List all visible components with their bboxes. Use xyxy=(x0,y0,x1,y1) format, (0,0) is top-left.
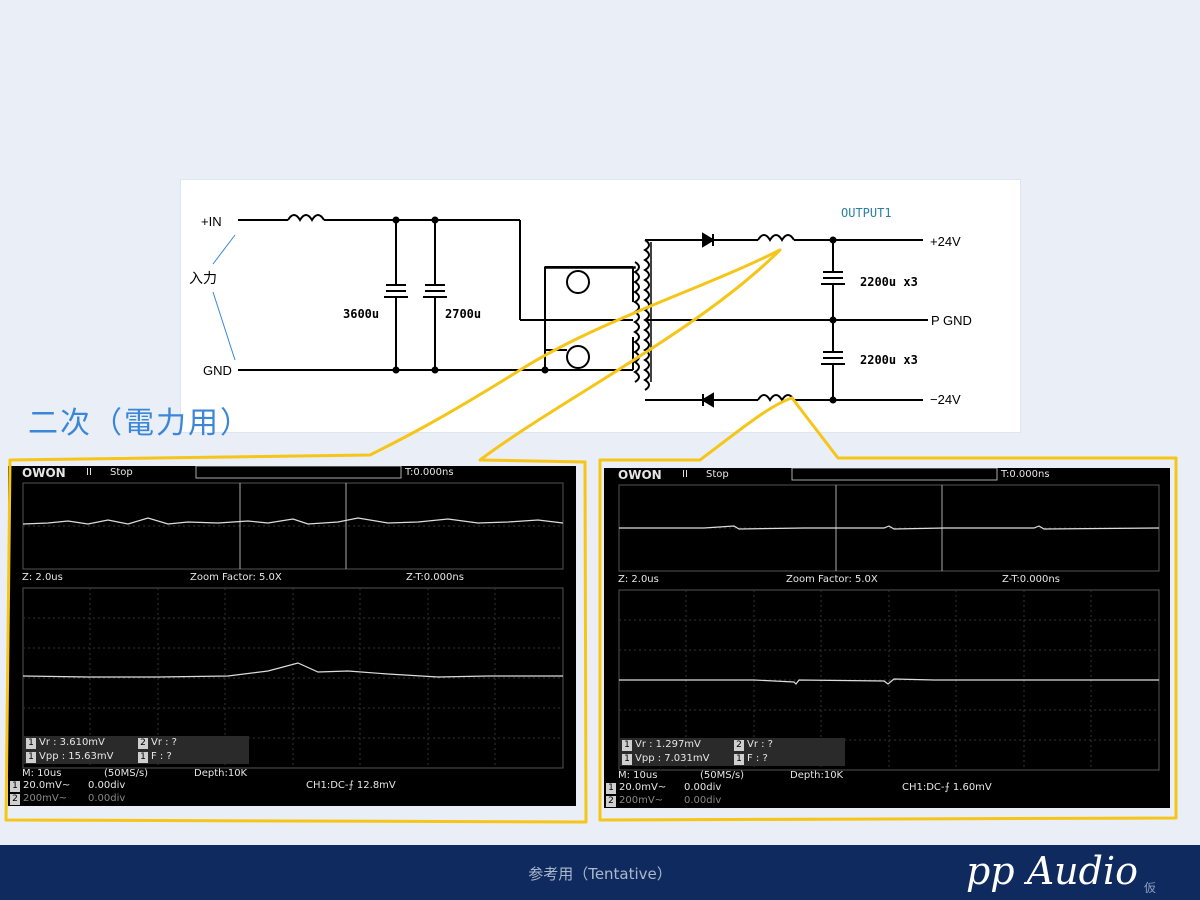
gnd-label: GND xyxy=(203,363,232,378)
ch1-offset: 0.00div xyxy=(88,780,126,791)
ch2-scale-value: 200mV~ xyxy=(619,795,664,806)
vr2-value: Vr : ? xyxy=(747,739,773,750)
trigger-time: T:0.000ns xyxy=(1001,469,1050,480)
f-value: F : ? xyxy=(747,753,768,764)
trigger-setting: CH1:DC-⨍ 1.60mV xyxy=(902,782,992,793)
circuit-diagram: +IN GND 入力 3600u 2700u OUTPUT1 +24V P GN… xyxy=(181,180,1020,432)
scope-status: Stop xyxy=(706,469,729,480)
vr2-value: Vr : ? xyxy=(151,737,177,748)
ch1-badge-3: 1 xyxy=(138,752,148,763)
vr1-value: Vr : 3.610mV xyxy=(39,737,105,748)
cap1-label: 3600u xyxy=(343,307,379,321)
ch2-offset: 0.00div xyxy=(684,795,722,806)
tentative-mark: 仮 xyxy=(1143,881,1156,895)
ch2-offset: 0.00div xyxy=(88,793,126,804)
ch1-scale-badge: 1 xyxy=(10,781,20,792)
depth: Depth:10K xyxy=(194,768,248,779)
ch1-scale-badge: 1 xyxy=(606,783,616,794)
timebase: M: 10us xyxy=(22,768,62,779)
ch1-badge: 1 xyxy=(622,740,632,751)
vpp-value: Vpp : 7.031mV xyxy=(635,753,710,764)
ch1-badge-2: 1 xyxy=(26,752,36,763)
out-cap1-label: 2200u x3 xyxy=(860,275,918,289)
ch2-scale-badge: 2 xyxy=(10,794,20,805)
v-plus-label: +24V xyxy=(930,234,961,249)
ch1-offset: 0.00div xyxy=(684,782,722,793)
zoom-time: Z: 2.0us xyxy=(22,572,63,583)
scope-brand: OWON xyxy=(22,466,66,480)
trigger-time: T:0.000ns xyxy=(405,467,454,478)
vpp-value: Vpp : 15.63mV xyxy=(39,751,114,762)
footer-bar: 参考用（Tentative） pp Audio 仮 xyxy=(0,845,1200,900)
trigger-setting: CH1:DC-⨍ 12.8mV xyxy=(306,780,396,791)
zoom-time: Z: 2.0us xyxy=(618,574,659,585)
sample-rate: (50MS/s) xyxy=(700,770,745,781)
ch1-badge: 1 xyxy=(26,738,36,749)
scope-brand: OWON xyxy=(618,468,662,482)
ch2-scale-badge: 2 xyxy=(606,796,616,807)
timebase: M: 10us xyxy=(618,770,658,781)
f-value: F : ? xyxy=(151,751,172,762)
secondary-label: 二次（電力用） xyxy=(28,406,252,441)
oscilloscope-left: OWON II Stop T:0.000ns Z: 2.0us Zoom Fac… xyxy=(8,466,576,806)
sample-rate: (50MS/s) xyxy=(104,768,149,779)
ch1-scale-value: 20.0mV~ xyxy=(619,782,667,793)
output-title: OUTPUT1 xyxy=(841,206,892,220)
ch2-scale-value: 200mV~ xyxy=(23,793,68,804)
oscilloscope-right: OWON II Stop T:0.000ns Z: 2.0us Zoom Fac… xyxy=(604,468,1170,808)
ch1-scale-value: 20.0mV~ xyxy=(23,780,71,791)
zoom-factor: Zoom Factor: 5.0X xyxy=(786,574,878,585)
run-icon: II xyxy=(682,469,688,480)
ch2-badge: 2 xyxy=(138,738,148,749)
input-label: 入力 xyxy=(189,271,217,287)
scope-status: Stop xyxy=(110,467,133,478)
run-icon: II xyxy=(86,467,92,478)
ch1-badge-3: 1 xyxy=(734,754,744,765)
cap2-label: 2700u xyxy=(445,307,481,321)
brand-logo: pp Audio xyxy=(965,849,1138,893)
out-cap2-label: 2200u x3 xyxy=(860,353,918,367)
depth: Depth:10K xyxy=(790,770,844,781)
footer-note: 参考用（Tentative） xyxy=(528,865,672,883)
vr1-value: Vr : 1.297mV xyxy=(635,739,701,750)
zoom-factor: Zoom Factor: 5.0X xyxy=(190,572,282,583)
ch1-badge-2: 1 xyxy=(622,754,632,765)
v-minus-label: −24V xyxy=(930,392,961,407)
zoom-t: Z-T:0.000ns xyxy=(406,572,464,583)
schematic: +IN GND 入力 3600u 2700u OUTPUT1 +24V P GN… xyxy=(189,206,972,408)
zoom-t: Z-T:0.000ns xyxy=(1002,574,1060,585)
in-plus-label: +IN xyxy=(201,214,222,229)
ch2-badge: 2 xyxy=(734,740,744,751)
p-gnd-label: P GND xyxy=(931,313,972,328)
